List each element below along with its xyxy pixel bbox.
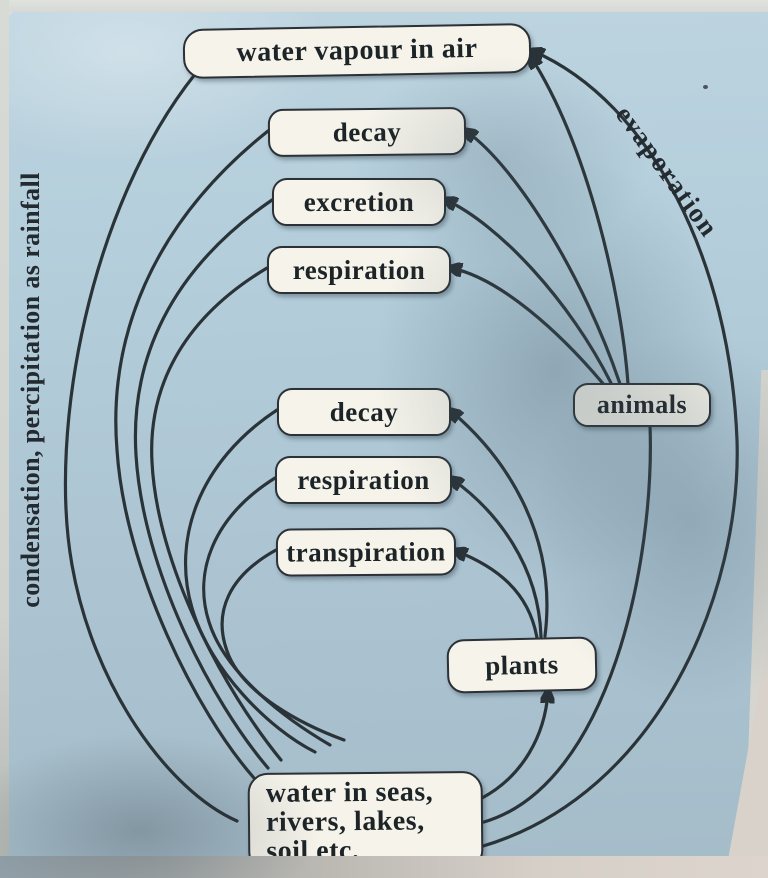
node-transpiration: transpiration — [275, 527, 457, 577]
arrow-animals-to-air — [531, 57, 630, 386]
arrow-plants-to-transpiration — [456, 551, 539, 640]
arrow-animals-to-excretion — [446, 200, 614, 387]
page-edge-top — [0, 0, 768, 12]
node-excretion: excretion — [272, 178, 446, 226]
node-respiration-mid: respiration — [275, 456, 452, 504]
node-label-line: rivers, lakes, — [265, 805, 425, 838]
line-condensation-air-to-water — [63, 71, 239, 823]
node-label: decay — [329, 396, 399, 427]
node-plants: plants — [446, 636, 598, 694]
line-excretion-to-water — [133, 198, 274, 770]
node-label: excretion — [303, 186, 415, 217]
arrow-animals-to-respiration-top — [451, 268, 607, 388]
node-label: transpiration — [286, 535, 446, 568]
line-respiration-top-to-water — [150, 266, 283, 762]
arrow-water-to-plants — [480, 692, 548, 800]
node-respiration-top: respiration — [267, 246, 451, 294]
line-water-to-animals — [482, 423, 652, 824]
label-condensation-precipitation: condensation, percipitation as rainfall — [16, 172, 45, 608]
node-decay-mid: decay — [277, 388, 451, 436]
page-edge-bottom — [0, 856, 768, 878]
node-decay-top: decay — [267, 106, 467, 158]
node-label: plants — [484, 648, 560, 681]
node-label: respiration — [292, 254, 426, 285]
line-decay-top-to-water — [114, 129, 270, 780]
node-label: respiration — [297, 464, 430, 495]
node-label: water vapour in air — [236, 32, 478, 69]
arrow-animals-to-decay-top — [466, 131, 622, 386]
arrow-plants-to-respiration-mid — [452, 479, 543, 639]
line-decay-mid-to-water — [184, 408, 317, 754]
arrow-plants-to-decay-mid — [451, 411, 549, 638]
node-animals: animals — [573, 383, 711, 427]
page-edge-left — [0, 0, 9, 878]
node-label-line: water in seas, — [265, 776, 434, 809]
node-label: decay — [332, 116, 402, 147]
ink-speck — [703, 85, 708, 89]
arrow-evaporation-water-to-air — [478, 51, 739, 849]
line-transpiration-to-water — [220, 548, 346, 742]
node-water-vapour-in-air: water vapour in air — [182, 22, 532, 80]
node-label: animals — [596, 390, 688, 419]
line-respiration-mid-to-water — [202, 476, 332, 747]
